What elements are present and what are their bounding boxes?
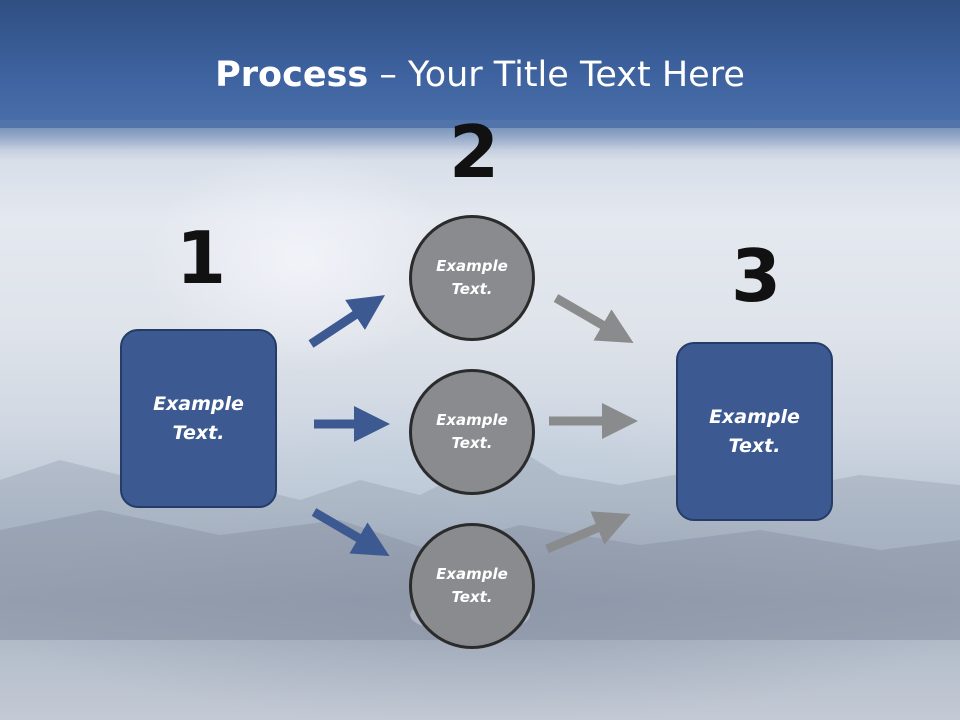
step-number-2: 2 <box>449 110 500 194</box>
right-process-box[interactable]: Example Text. <box>676 342 833 521</box>
arrow-bottom-circle-to-right <box>545 511 631 554</box>
step-number-3: 3 <box>731 234 782 318</box>
slide-title: Process – Your Title Text Here <box>0 52 960 98</box>
circle-middle[interactable]: Example Text. <box>409 369 535 495</box>
slide-title-rest: – Your Title Text Here <box>368 55 745 95</box>
arrow-top-circle-to-right <box>553 294 634 344</box>
step-number-1: 1 <box>176 216 227 300</box>
left-process-box[interactable]: Example Text. <box>120 329 277 508</box>
slide-title-bold: Process <box>215 55 369 95</box>
title-band-fade <box>0 120 960 160</box>
arrow-left-to-bottom-circle <box>311 508 390 557</box>
circle-top[interactable]: Example Text. <box>409 215 535 341</box>
circle-bottom[interactable]: Example Text. <box>409 523 535 649</box>
title-band <box>0 0 960 128</box>
arrow-left-to-top-circle <box>308 295 386 348</box>
